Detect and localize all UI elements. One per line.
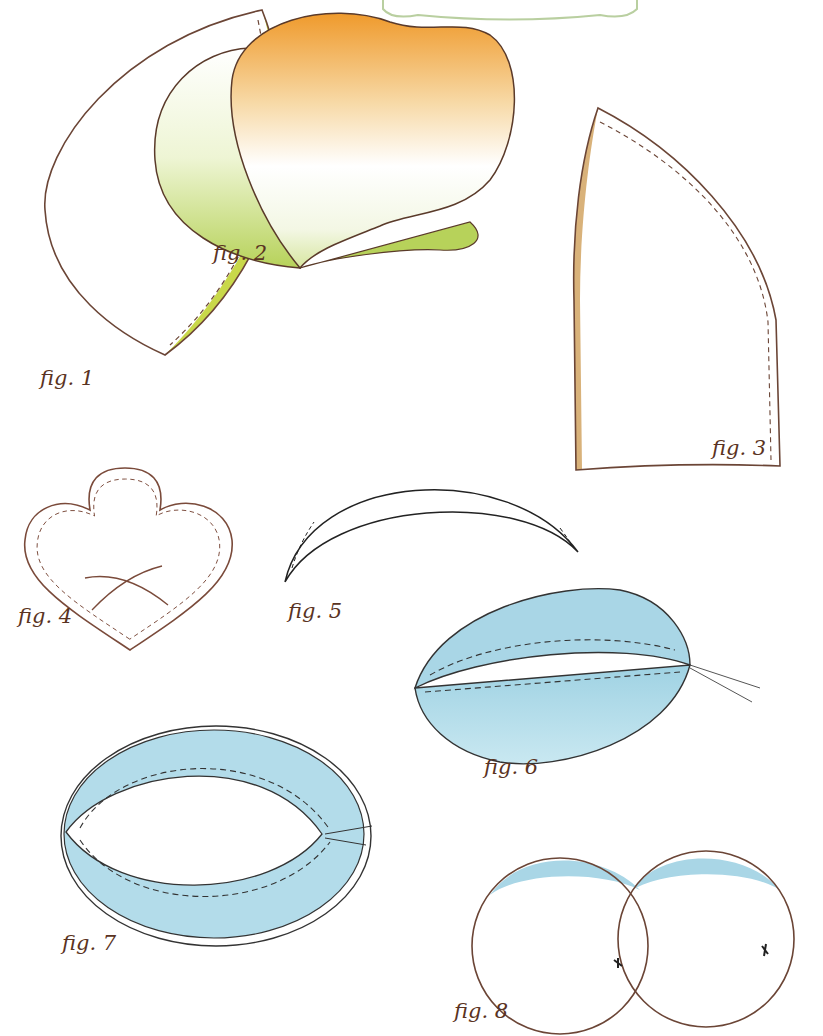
- figure-label: fig. 4: [18, 605, 72, 628]
- figure-label: fig. 6: [484, 756, 538, 779]
- lens-pieces: [415, 589, 760, 764]
- figure-label: fig. 8: [454, 1000, 508, 1023]
- ring-piece: [61, 726, 372, 946]
- figure-label: fig. 1: [40, 367, 94, 390]
- petal-pieces: [155, 13, 515, 268]
- banner: [383, 0, 637, 20]
- figure-label: fig. 3: [712, 437, 766, 460]
- figure-label: fig. 2: [213, 242, 267, 265]
- figure-label: fig. 5: [288, 600, 342, 623]
- crescent-piece: [285, 490, 578, 582]
- figure-label: fig. 7: [62, 932, 116, 955]
- eye-pieces: [472, 851, 794, 1034]
- arch-piece: [574, 108, 780, 470]
